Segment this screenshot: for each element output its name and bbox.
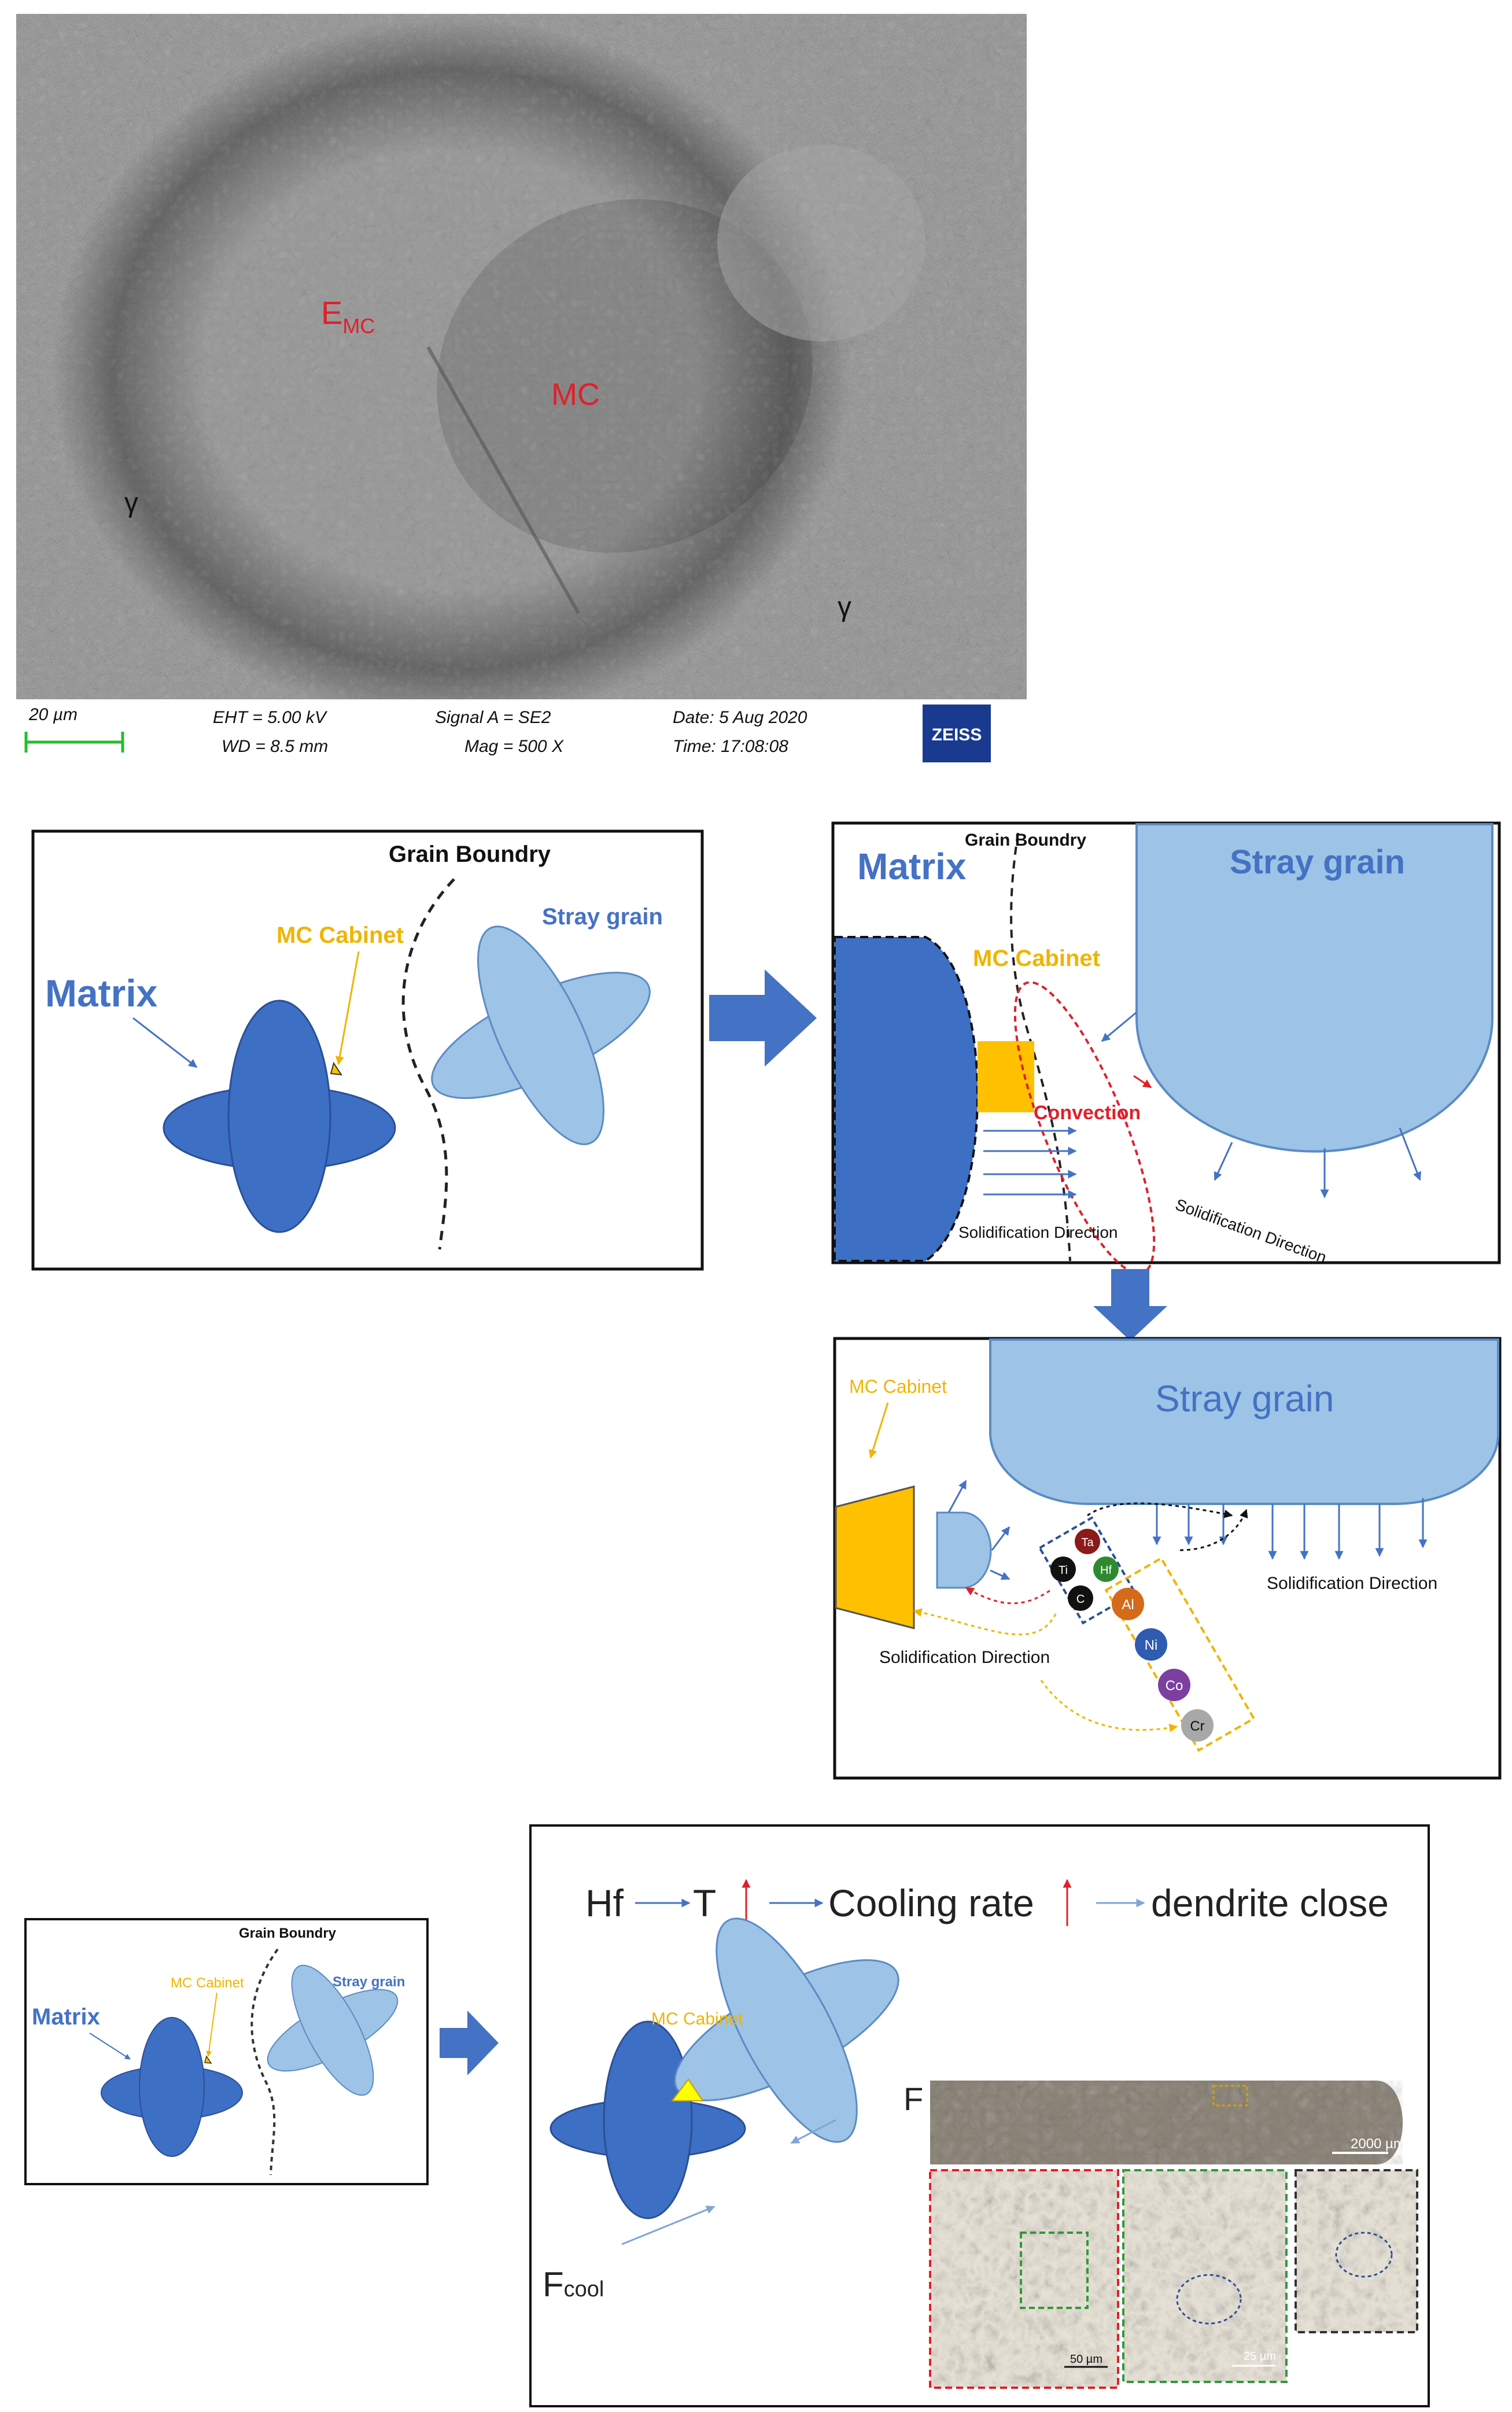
stray-grain-label: Stray grain bbox=[333, 1974, 405, 1990]
f-cool-label: Fcool bbox=[543, 2265, 604, 2304]
matrix-shape bbox=[834, 936, 979, 1262]
mc-cabinet-label: MC Cabinet bbox=[973, 946, 1100, 971]
stray-grain-shape bbox=[1135, 823, 1493, 1153]
mechanism-equation: Hf T Cooling rate dendrite close bbox=[585, 1879, 1389, 1926]
mag-readout: Mag = 500 X bbox=[464, 737, 564, 756]
panel-1-initial-state: Grain Boundry Matrix MC Cabinet Stray gr… bbox=[31, 829, 704, 1271]
grain-boundary-label: Grain Boundry bbox=[389, 842, 551, 867]
wd-readout: WD = 8.5 mm bbox=[222, 737, 328, 756]
stray-grain-shape bbox=[989, 1338, 1499, 1505]
micro-scale-2: 25 µm bbox=[1244, 2350, 1276, 2363]
svg-text:ZEISS: ZEISS bbox=[932, 725, 982, 744]
gamma-right-label: γ bbox=[838, 592, 851, 622]
element-ta bbox=[1075, 1529, 1100, 1554]
svg-text:Ta: Ta bbox=[1081, 1536, 1094, 1549]
micro-scale-main: 2000 µm bbox=[1351, 2136, 1405, 2152]
right-arrow-icon bbox=[709, 969, 817, 1067]
turbine-blade-micrograph: 2000 µm bbox=[930, 2081, 1405, 2164]
panel-2-convection-state: Stray grain Matrix Grain Boundry MC Cabi… bbox=[831, 821, 1501, 1275]
grain-boundary-label: Grain Boundry bbox=[239, 1926, 337, 1941]
micro-scale-1: 50 µm bbox=[1070, 2353, 1102, 2366]
svg-text:Ni: Ni bbox=[1145, 1637, 1158, 1653]
grain-boundary-line bbox=[1010, 832, 1071, 1262]
sem-databar: 20 µm EHT = 5.00 kV WD = 8.5 mm Signal A… bbox=[16, 699, 1027, 766]
f-label: F bbox=[903, 2081, 923, 2117]
eq-cooling-rate: Cooling rate bbox=[828, 1882, 1034, 1924]
solidification-direction-label-mc: Solidification Direction bbox=[879, 1648, 1050, 1667]
gamma-left-label: γ bbox=[124, 488, 138, 518]
panel-4-initial-state-small: Grain Boundry Matrix MC Cabinet Stray gr… bbox=[24, 1918, 429, 2185]
mc-cabinet-label: MC Cabinet bbox=[276, 923, 404, 948]
panel-3-segregation-state: Stray grain MC Cabinet Solidification Di… bbox=[833, 1337, 1502, 1780]
scale-bar bbox=[24, 732, 124, 753]
element-hf bbox=[1093, 1557, 1119, 1582]
segregation-arrow-black-2 bbox=[1179, 1509, 1248, 1551]
time-readout: Time: 17:08:08 bbox=[673, 737, 788, 756]
element-group-large bbox=[1104, 1557, 1256, 1752]
convection-label: Convection bbox=[1034, 1102, 1141, 1124]
svg-text:Ti: Ti bbox=[1059, 1564, 1068, 1577]
stray-solidification-arrows bbox=[1152, 1498, 1428, 1560]
stray-grain-label: Stray grain bbox=[1155, 1378, 1334, 1419]
segregation-arrow-gold-1 bbox=[913, 1608, 1057, 1636]
mc-cabinet-label: MC Cabinet bbox=[651, 2009, 743, 2029]
nucleus-growth-arrows bbox=[947, 1480, 1011, 1580]
matrix-vertical-ellipse bbox=[227, 1000, 331, 1233]
micrograph-detail-red: 50 µm bbox=[929, 2169, 1119, 2389]
down-arrow-icon bbox=[1093, 1269, 1167, 1341]
segregation-arrow-gold-2 bbox=[1040, 1680, 1178, 1732]
matrix-solidification-arrows bbox=[983, 1126, 1077, 1199]
stray-grain-label: Stray grain bbox=[542, 904, 663, 930]
element-ti bbox=[1050, 1557, 1076, 1582]
scale-bar-label: 20 µm bbox=[28, 705, 78, 724]
element-ni bbox=[1135, 1628, 1167, 1661]
mc-cabinet-label: MC Cabinet bbox=[171, 1975, 244, 1991]
stray-solidification-arrows bbox=[1101, 1011, 1422, 1198]
element-c bbox=[1068, 1585, 1093, 1611]
mc-cabinet-particle bbox=[330, 1061, 342, 1076]
eq-dendrite-close: dendrite close bbox=[1151, 1882, 1389, 1924]
sem-micrograph: EMC MC γ γ bbox=[16, 14, 1027, 699]
mc-cabinet-particle bbox=[670, 2078, 704, 2101]
solidification-direction-label-stray: Solidification Direction bbox=[1267, 1574, 1437, 1593]
signal-readout: Signal A = SE2 bbox=[435, 708, 551, 727]
grain-boundary-label: Grain Boundry bbox=[965, 831, 1086, 850]
eq-hf: Hf bbox=[585, 1882, 624, 1924]
eht-readout: EHT = 5.00 kV bbox=[213, 708, 328, 727]
segregation-arrow-red bbox=[965, 1587, 1050, 1605]
svg-text:C: C bbox=[1076, 1593, 1085, 1606]
matrix-label: Matrix bbox=[45, 972, 158, 1015]
zeiss-logo-icon: ZEISS bbox=[923, 705, 991, 762]
stray-grain-label: Stray grain bbox=[1230, 843, 1405, 881]
micrograph-detail-green: 25 µm bbox=[1122, 2169, 1288, 2383]
element-al bbox=[1112, 1588, 1144, 1620]
micrograph-detail-black bbox=[1295, 2169, 1418, 2333]
mc-label: MC bbox=[551, 377, 600, 412]
mc-cabinet-block bbox=[835, 1485, 915, 1629]
element-co bbox=[1158, 1669, 1190, 1701]
eq-t: T bbox=[693, 1882, 716, 1924]
panel-5-hf-cooling-state: Hf T Cooling rate dendrite close MC Cabi… bbox=[529, 1824, 1430, 2407]
svg-text:Co: Co bbox=[1166, 1678, 1183, 1694]
grain-boundary-line bbox=[401, 878, 455, 1250]
svg-text:Al: Al bbox=[1122, 1597, 1134, 1613]
right-arrow-icon-2 bbox=[440, 2011, 499, 2075]
nucleus-grain-shape bbox=[936, 1511, 992, 1589]
date-readout: Date: 5 Aug 2020 bbox=[673, 708, 807, 727]
element-cr bbox=[1181, 1709, 1214, 1742]
element-group-small bbox=[1038, 1516, 1137, 1625]
stray-grain-ellipse-2 bbox=[477, 925, 604, 1145]
segregation-arrow-black bbox=[1087, 1502, 1233, 1518]
matrix-label: Matrix bbox=[857, 846, 967, 887]
solidification-direction-label-matrix: Solidification Direction bbox=[958, 1223, 1118, 1241]
svg-text:Hf: Hf bbox=[1100, 1564, 1112, 1577]
mc-cabinet-label: MC Cabinet bbox=[849, 1376, 947, 1397]
svg-text:Cr: Cr bbox=[1190, 1718, 1204, 1734]
emc-label: EMC bbox=[321, 294, 375, 338]
matrix-label: Matrix bbox=[32, 2004, 100, 2030]
